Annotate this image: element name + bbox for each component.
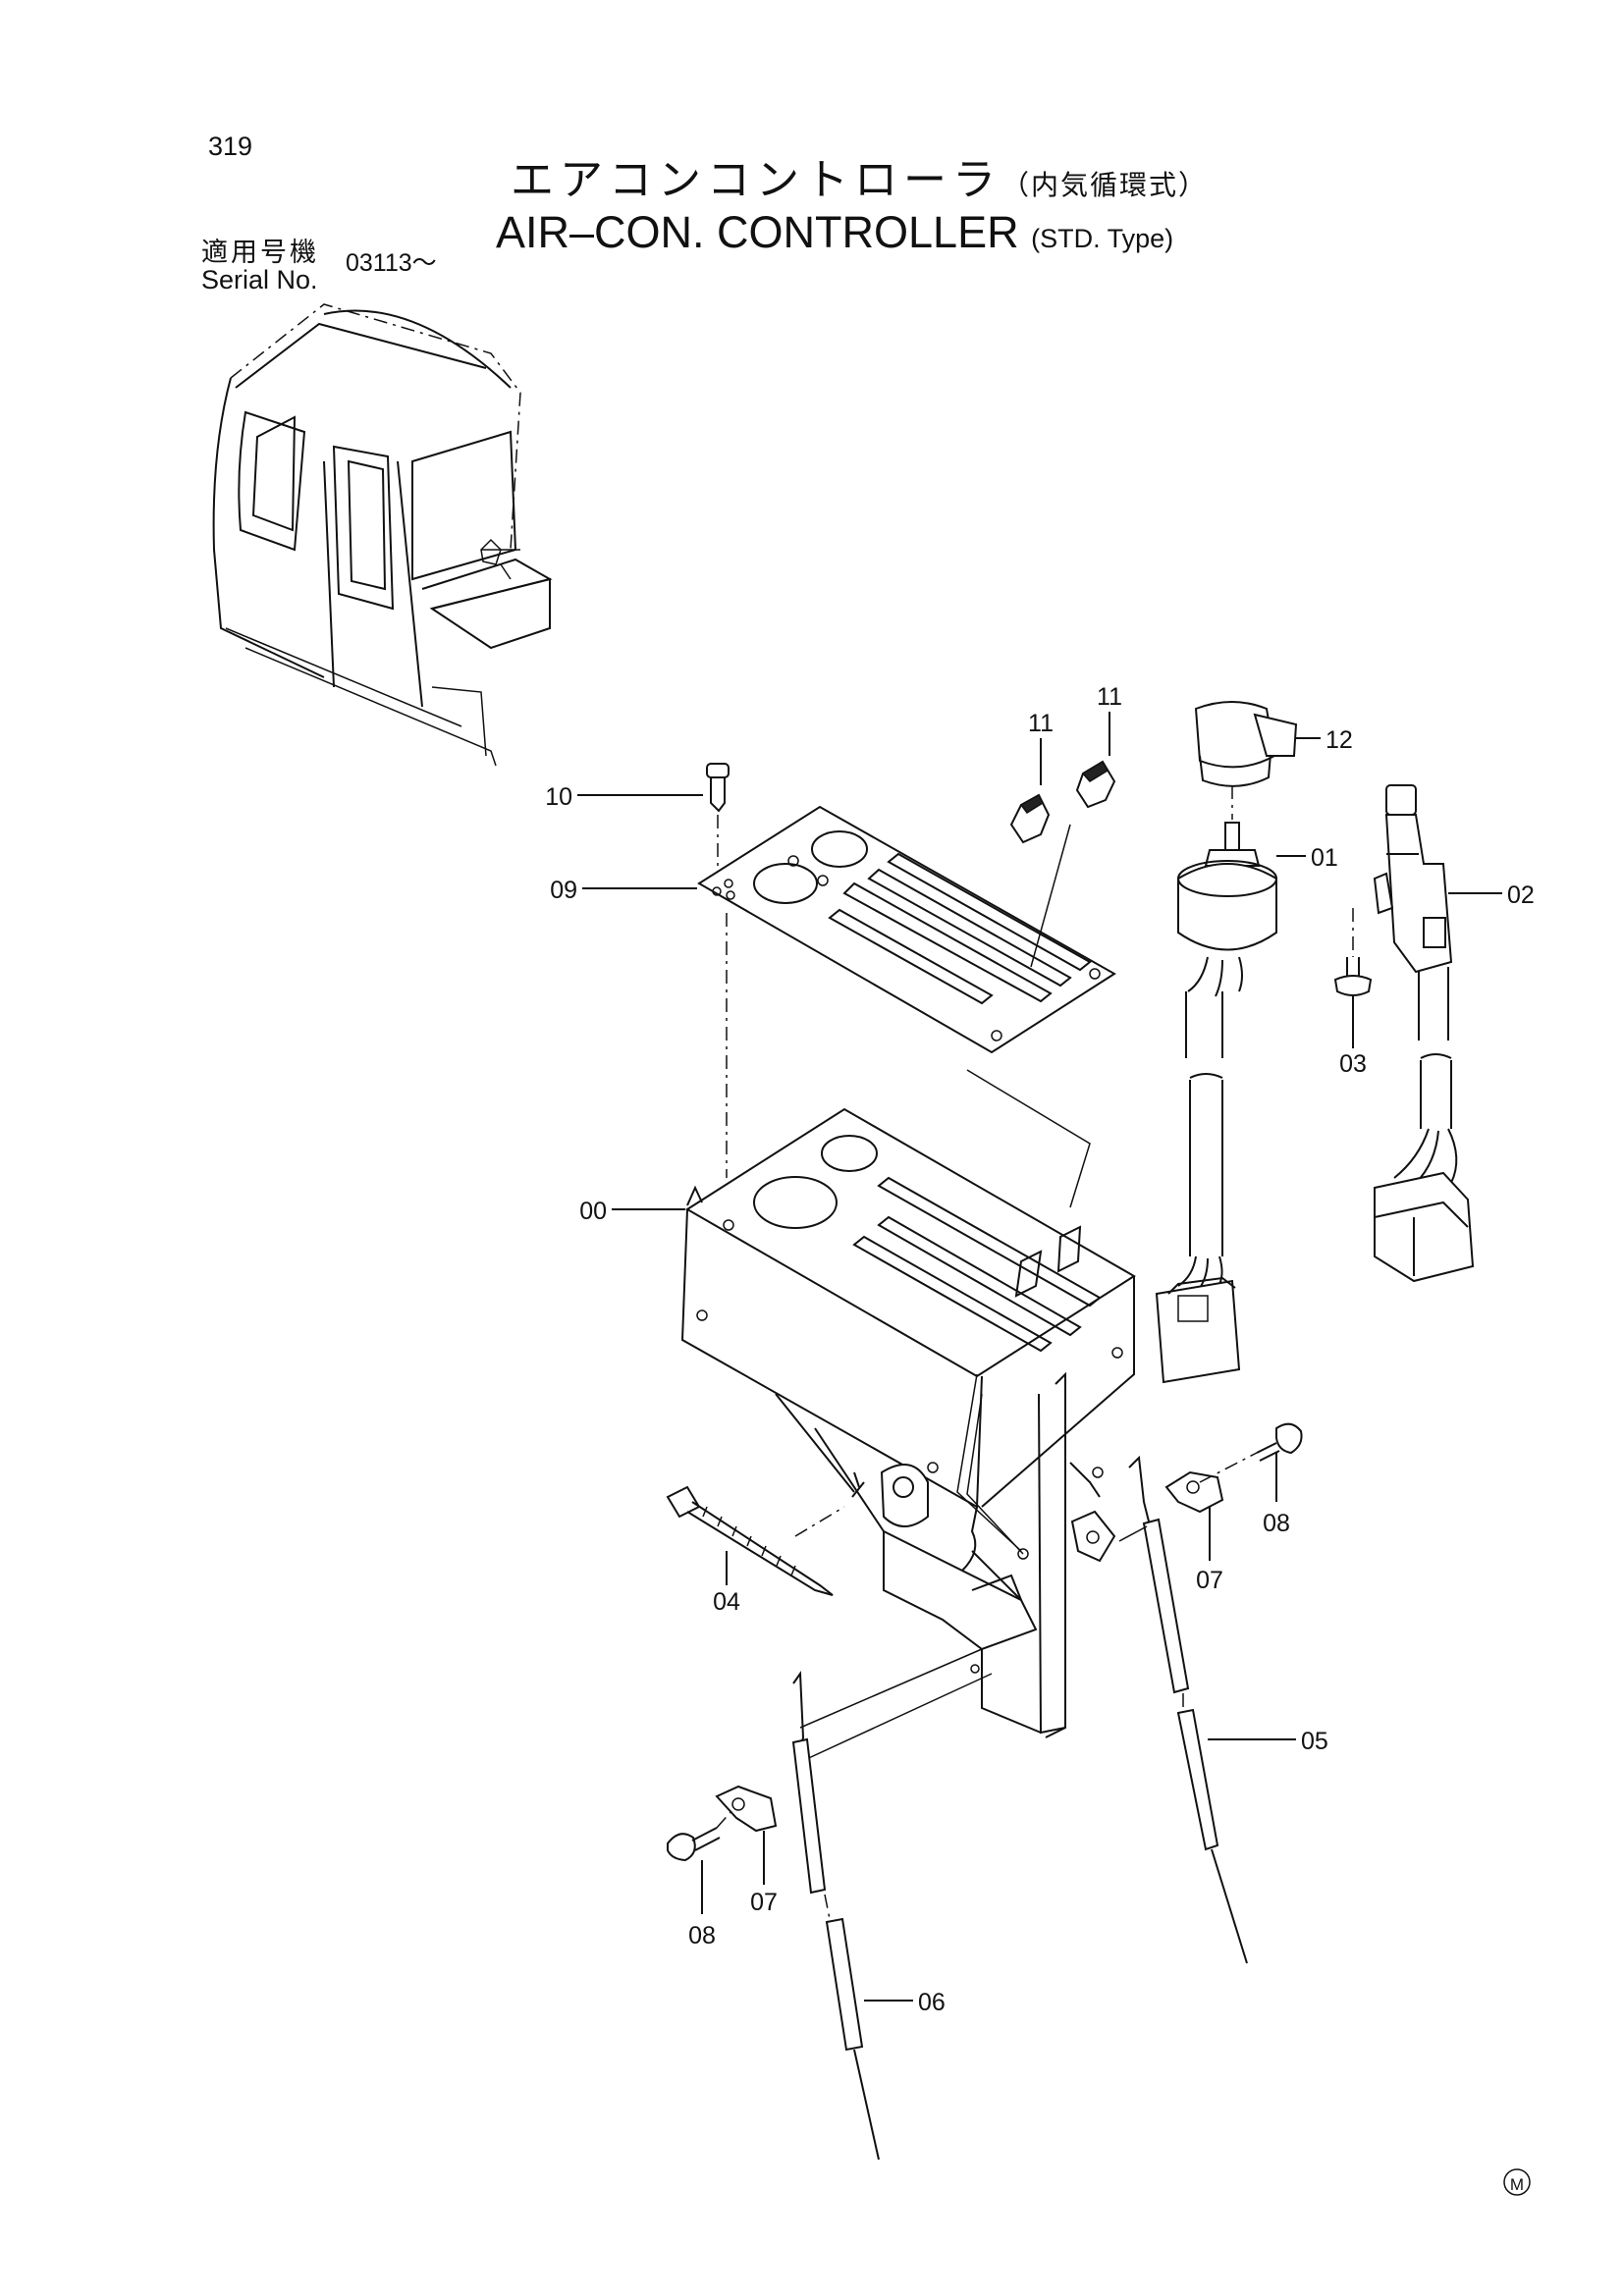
- callout-07-right: 07: [1196, 1567, 1223, 1594]
- title-english: AIR–CON. CONTROLLER (STD. Type): [496, 210, 1173, 254]
- title-english-suffix: (STD. Type): [1031, 224, 1174, 253]
- cab-location-inset: [212, 303, 553, 767]
- callout-04: 04: [713, 1588, 740, 1616]
- title-english-main: AIR–CON. CONTROLLER: [496, 207, 1019, 257]
- callout-11-left: 11: [1028, 710, 1054, 737]
- callout-08-right: 08: [1263, 1510, 1290, 1537]
- callout-10: 10: [545, 783, 572, 811]
- part-11-clips: 11 11: [1009, 683, 1122, 968]
- callout-06: 06: [918, 1989, 946, 2016]
- part-10-pin: 10: [545, 763, 730, 879]
- part-07-08-right-clamp: 07 08: [1164, 1422, 1303, 1594]
- part-01-switch: 01: [1155, 822, 1338, 1384]
- part-09-cover-plate: 09: [550, 805, 1116, 1054]
- serial-label-japanese: 適用号機: [201, 238, 319, 268]
- callout-05: 05: [1301, 1728, 1328, 1755]
- part-04-cable-tie: 04: [666, 1485, 845, 1616]
- page-number: 319: [208, 132, 253, 161]
- svg-text:M: M: [1510, 2175, 1524, 2194]
- part-07-08-left-clamp: 07 08: [667, 1785, 778, 1949]
- callout-11-right: 11: [1097, 683, 1122, 711]
- callout-09: 09: [550, 877, 577, 904]
- trademark-mark: M: [1503, 2168, 1531, 2196]
- part-03-screw: 03: [1333, 908, 1373, 1078]
- part-12-knob: 12: [1194, 701, 1353, 820]
- title-japanese-main: エアコンコントローラ: [511, 155, 1001, 205]
- serial-label-english: Serial No.: [201, 265, 318, 294]
- callout-01: 01: [1311, 844, 1338, 872]
- callout-07-left: 07: [750, 1889, 778, 1916]
- part-00-bracket: 00: [579, 913, 1136, 1738]
- title-japanese: エアコンコントローラ（内気循環式）: [511, 159, 1208, 202]
- part-02-switch-harness: 02: [1373, 784, 1535, 1283]
- callout-02: 02: [1507, 881, 1535, 909]
- callout-03: 03: [1339, 1050, 1367, 1078]
- part-05-cable: 05: [1118, 1455, 1328, 1964]
- callout-00: 00: [579, 1198, 607, 1225]
- part-left-cable-rods: 06: [791, 1648, 993, 2161]
- serial-number-value: 03113～: [346, 249, 437, 277]
- callout-12: 12: [1325, 726, 1353, 754]
- title-japanese-suffix: （内気循環式）: [1001, 169, 1209, 201]
- callout-08-left: 08: [688, 1922, 716, 1949]
